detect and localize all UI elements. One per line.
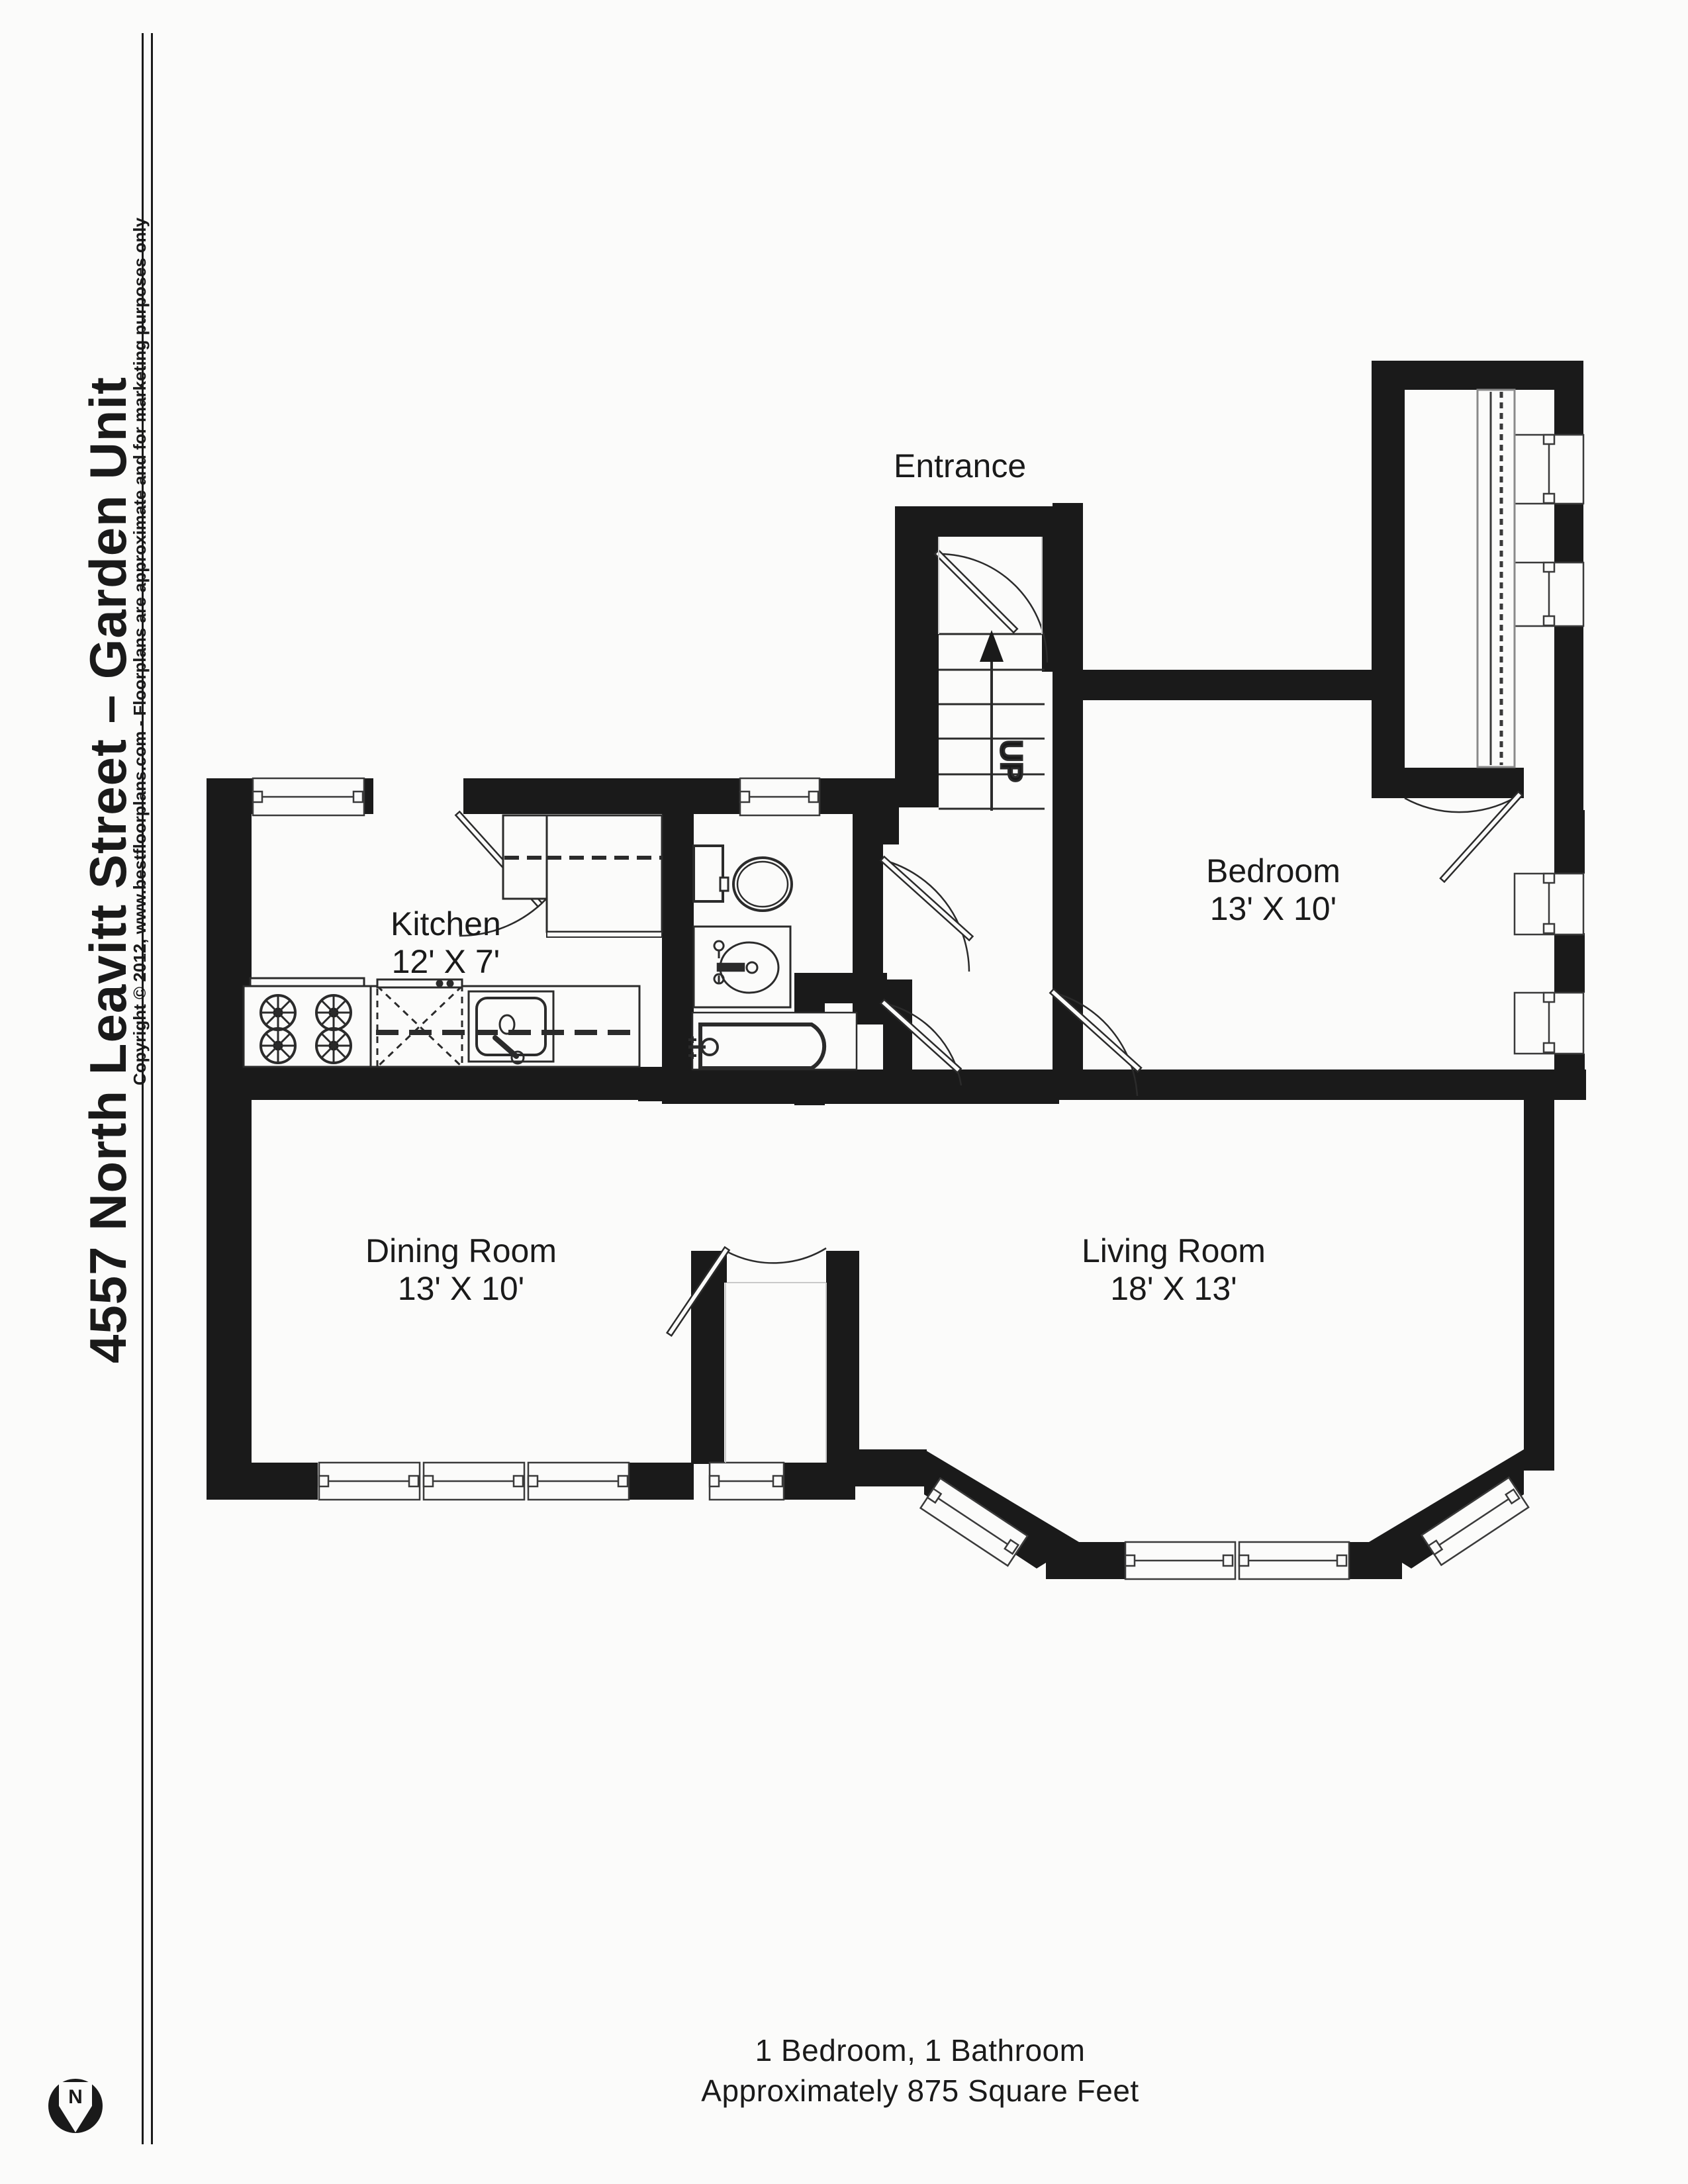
- north-arrow-icon: N: [46, 2077, 105, 2135]
- up-arrow-icon: [980, 630, 1004, 662]
- door-hall-upper: [879, 855, 974, 972]
- window: [1420, 1476, 1530, 1567]
- bathroom-sink-icon: [692, 925, 792, 1009]
- door-closet-bedroom: [1404, 790, 1524, 884]
- window: [252, 777, 365, 817]
- window: [1124, 1541, 1237, 1580]
- window: [318, 1461, 421, 1501]
- room-name: Kitchen: [391, 905, 501, 942]
- door-entrance: [933, 549, 1049, 663]
- summary-footer: 1 Bedroom, 1 Bathroom Approximately 875 …: [152, 2030, 1688, 2111]
- room-dimensions: 13' X 10': [1209, 890, 1337, 927]
- refrigerator-icon: [502, 814, 663, 938]
- vertical-rule-inner: [151, 33, 153, 2144]
- range-4-burner-icon: [242, 977, 372, 1068]
- room-dimensions: 13' X 10': [397, 1270, 525, 1307]
- footer-line-square-feet: Approximately 875 Square Feet: [701, 2073, 1139, 2108]
- room-name: Bedroom: [1206, 852, 1340, 889]
- bathtub-icon: [688, 1011, 858, 1071]
- dishwasher-icon: [376, 978, 463, 1068]
- window: [422, 1461, 526, 1501]
- bathroom-fixtures: [688, 844, 858, 1071]
- room-label-kitchen: Kitchen 12' X 7': [391, 905, 501, 981]
- window: [1238, 1541, 1350, 1580]
- room-name: Living Room: [1082, 1232, 1266, 1269]
- thin-guides: [725, 537, 1043, 1463]
- room-label-bedroom: Bedroom 13' X 10': [1206, 852, 1340, 928]
- toilet-icon: [692, 844, 793, 912]
- closet-rod-icon: [1476, 388, 1516, 768]
- door-bathroom: [879, 998, 962, 1086]
- window: [1513, 872, 1585, 936]
- room-name: Dining Room: [365, 1232, 557, 1269]
- window: [919, 1477, 1029, 1567]
- stairs-direction-label: UP: [994, 740, 1029, 782]
- room-name: Entrance: [894, 447, 1027, 484]
- window: [708, 1461, 785, 1501]
- window: [1513, 433, 1585, 505]
- kitchen-sink-icon: [467, 990, 555, 1065]
- compass-letter: N: [68, 2086, 83, 2108]
- room-label-living-room: Living Room 18' X 13': [1082, 1232, 1266, 1308]
- window: [1513, 991, 1585, 1055]
- room-dimensions: 18' X 13': [1110, 1270, 1237, 1307]
- room-dimensions: 12' X 7': [391, 943, 500, 980]
- door-bedroom: [1049, 987, 1143, 1097]
- kitchen-fixtures: [242, 814, 663, 1068]
- window-group: [252, 433, 1585, 1580]
- room-label-dining-room: Dining Room 13' X 10': [365, 1232, 557, 1308]
- staircase: UP: [939, 630, 1045, 811]
- door-group: [454, 549, 1524, 1337]
- wall-group: [207, 361, 1586, 1579]
- door-center-closet: [665, 1246, 827, 1337]
- room-label-entrance: Entrance: [894, 447, 1026, 485]
- window: [527, 1461, 630, 1501]
- window: [1513, 561, 1585, 627]
- footer-line-bedrooms-bathrooms: 1 Bedroom, 1 Bathroom: [755, 2033, 1086, 2068]
- vertical-rule-outer: [142, 33, 144, 2144]
- window: [739, 777, 821, 817]
